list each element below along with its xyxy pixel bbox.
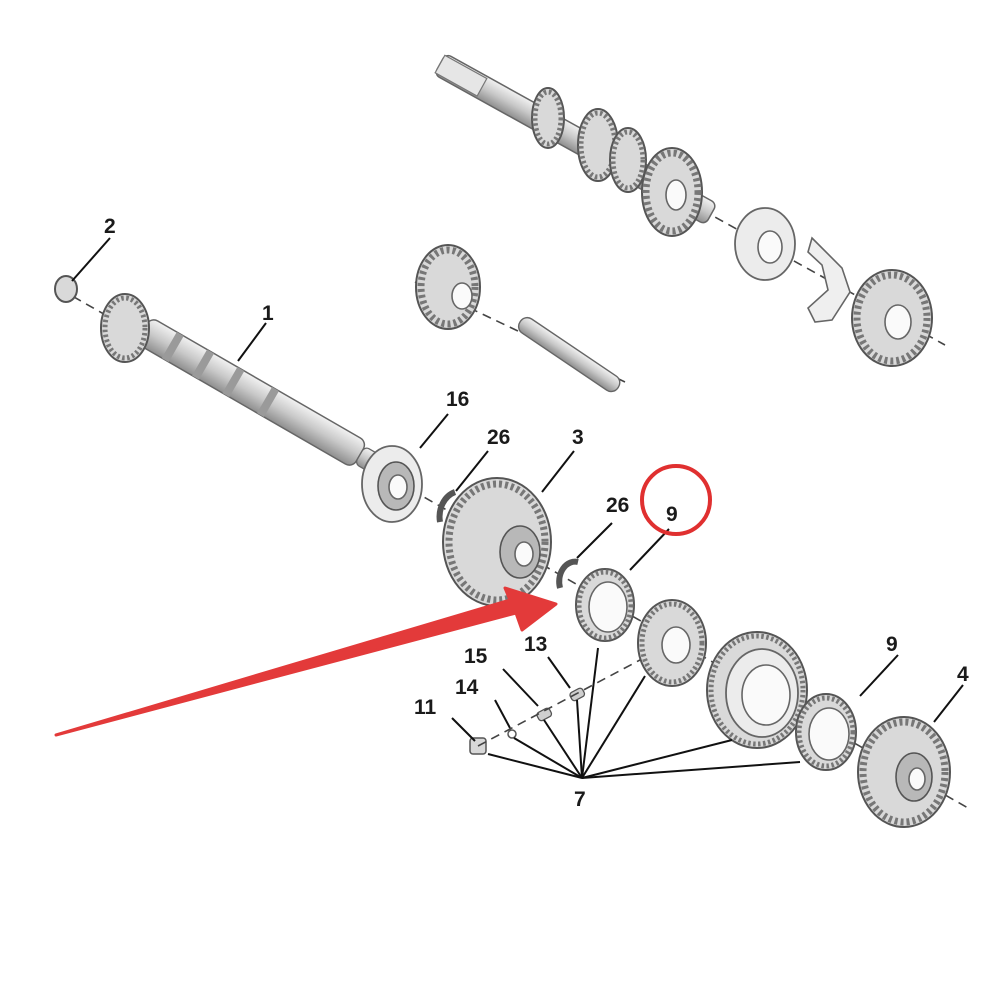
primary-shaft-assembly bbox=[54, 275, 969, 828]
part-labels: 2 1 16 26 3 26 9 9 4 13 15 14 11 7 bbox=[104, 215, 969, 811]
label-part-14: 14 bbox=[455, 676, 479, 699]
label-part-26-lower: 26 bbox=[606, 494, 629, 517]
label-part-2: 2 bbox=[104, 215, 116, 238]
label-part-4: 4 bbox=[957, 663, 969, 686]
highlight-circle bbox=[640, 464, 712, 536]
label-part-15: 15 bbox=[464, 645, 488, 668]
upper-shaft-assembly bbox=[434, 54, 946, 367]
label-part-3: 3 bbox=[572, 426, 584, 449]
pointer-arrow bbox=[54, 586, 558, 737]
label-part-9-highlighted: 9 bbox=[666, 503, 678, 526]
leader-lines bbox=[71, 237, 964, 779]
label-part-16: 16 bbox=[446, 388, 469, 411]
idler-gear-assembly bbox=[414, 244, 626, 393]
label-part-9: 9 bbox=[886, 633, 898, 656]
label-part-7: 7 bbox=[574, 788, 586, 811]
label-part-1: 1 bbox=[262, 302, 274, 325]
label-part-26-upper: 26 bbox=[487, 426, 510, 449]
label-part-13: 13 bbox=[524, 633, 547, 656]
label-part-11: 11 bbox=[414, 696, 437, 719]
